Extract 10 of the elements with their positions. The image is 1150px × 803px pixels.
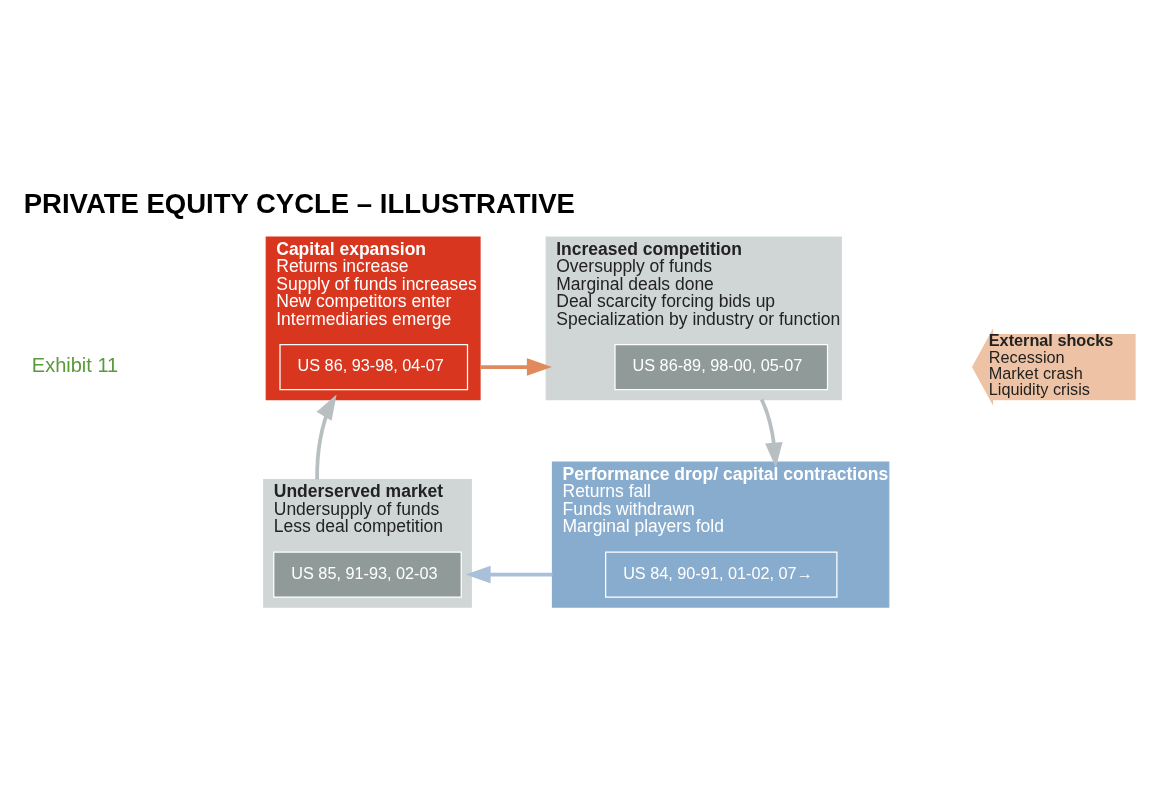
node-box: US 85, 91-93, 02-03 [273,550,462,598]
label: Exhibit 11 [31,353,119,376]
diagram-title: PRIVATE EQUITY CYCLE – ILLUSTRATIVE [23,187,575,219]
arrow [315,394,337,479]
node-box: US 84, 90-91, 01-02, 07→ [605,550,838,598]
node-box: US 86, 93-98, 04-07 [279,343,469,390]
arrow [465,565,553,583]
arrow [480,357,552,376]
node-box: US 86-89, 98-00, 05-07 [614,343,829,390]
arrow [759,398,783,468]
